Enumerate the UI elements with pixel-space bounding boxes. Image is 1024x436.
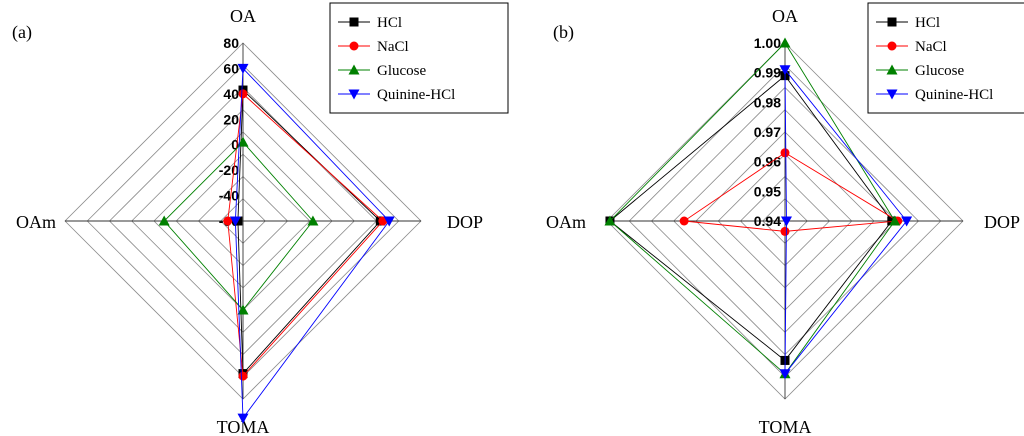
legend-label-nacl: NaCl [915,39,947,55]
tick-label: 60 [223,60,239,76]
point-nacl-toma [780,226,790,236]
radar-chart-b: (b) OA DOP TOMA OAm 1.00 0.99 0.98 0.97 0.96 0.95 0… [546,2,1024,436]
legend-label-hcl: HCl [377,15,402,31]
legend-label-quinine-hcl: Quinine-HCl [915,87,993,103]
point-quinine-hcl-dop [901,216,913,227]
tick-label: 0 [231,137,239,153]
point-quinine-hcl-oam [229,216,241,227]
series-line-nacl [682,152,900,232]
axis-label-oam: OAm [546,212,586,232]
point-nacl-toma [238,371,248,381]
tick-label: 0.97 [754,124,781,140]
legend-marker-glucose [886,64,898,75]
legend-label-glucose: Glucose [377,63,426,79]
point-glucose-oa [779,37,791,48]
axis-label-oa: OA [230,6,256,26]
point-nacl-oa [780,148,790,158]
tick-label: 20 [223,111,239,127]
series-line-quinine-hcl [234,67,390,420]
tick-label: -20 [219,162,239,178]
tick-label: 0.98 [754,94,781,110]
legend-label-nacl: NaCl [377,39,409,55]
legend-label-hcl: HCl [915,15,940,31]
tick-label: 1.00 [754,35,781,51]
axis-label-dop: DOP [447,212,483,232]
point-quinine-hcl-oa [779,65,791,76]
axis-label-dop: DOP [984,212,1020,232]
point-glucose-dop [307,215,319,226]
point-glucose-oam [604,215,616,226]
legend-label-quinine-hcl: Quinine-HCl [377,87,455,103]
tick-label: 0.99 [754,65,781,81]
point-glucose-oa [237,136,249,147]
panel-label: (a) [12,22,32,43]
tick-label: -40 [219,188,239,204]
series-line-hcl [609,74,893,362]
tick-label: 80 [223,35,239,51]
point-quinine-hcl-toma [237,413,249,424]
panel-label: (b) [553,22,574,43]
legend-box [329,2,509,114]
point-quinine-hcl-oa [237,63,249,74]
legend-marker-hcl [887,17,897,27]
legend-marker-quinine-hcl [886,89,898,100]
tick-label: 0.96 [754,154,781,170]
axis-label-oa: OA [772,6,798,26]
legend-marker-glucose [348,64,360,75]
axis-label-oam: OAm [16,212,56,232]
axis-label-toma: TOMA [759,417,812,436]
legend-marker-hcl [349,17,359,27]
point-glucose-oam [158,215,170,226]
point-nacl-oa [238,89,248,99]
tick-label: 0.95 [754,183,781,199]
legend-marker-quinine-hcl [348,89,360,100]
series-line-hcl [237,89,381,375]
point-nacl-oam [679,216,689,226]
tick-label: 0.94 [754,213,781,229]
point-quinine-hcl-toma [779,369,791,380]
point-glucose-toma [237,304,249,315]
axis-label-toma: TOMA [217,417,270,436]
point-nacl-oam [223,216,233,226]
legend-label-glucose: Glucose [915,63,964,79]
series-line-glucose [609,42,896,375]
tick-label: 40 [223,86,239,102]
point-glucose-dop [889,215,901,226]
point-quinine-hcl-dop [383,216,395,227]
legend-marker-nacl [887,41,897,51]
point-quinine-hcl-oam [780,216,792,227]
radar-chart-a: (a)OADOPTOMAOAm806040200-20-40-60HClNaCl… [12,2,509,436]
legend-marker-nacl [349,41,359,51]
